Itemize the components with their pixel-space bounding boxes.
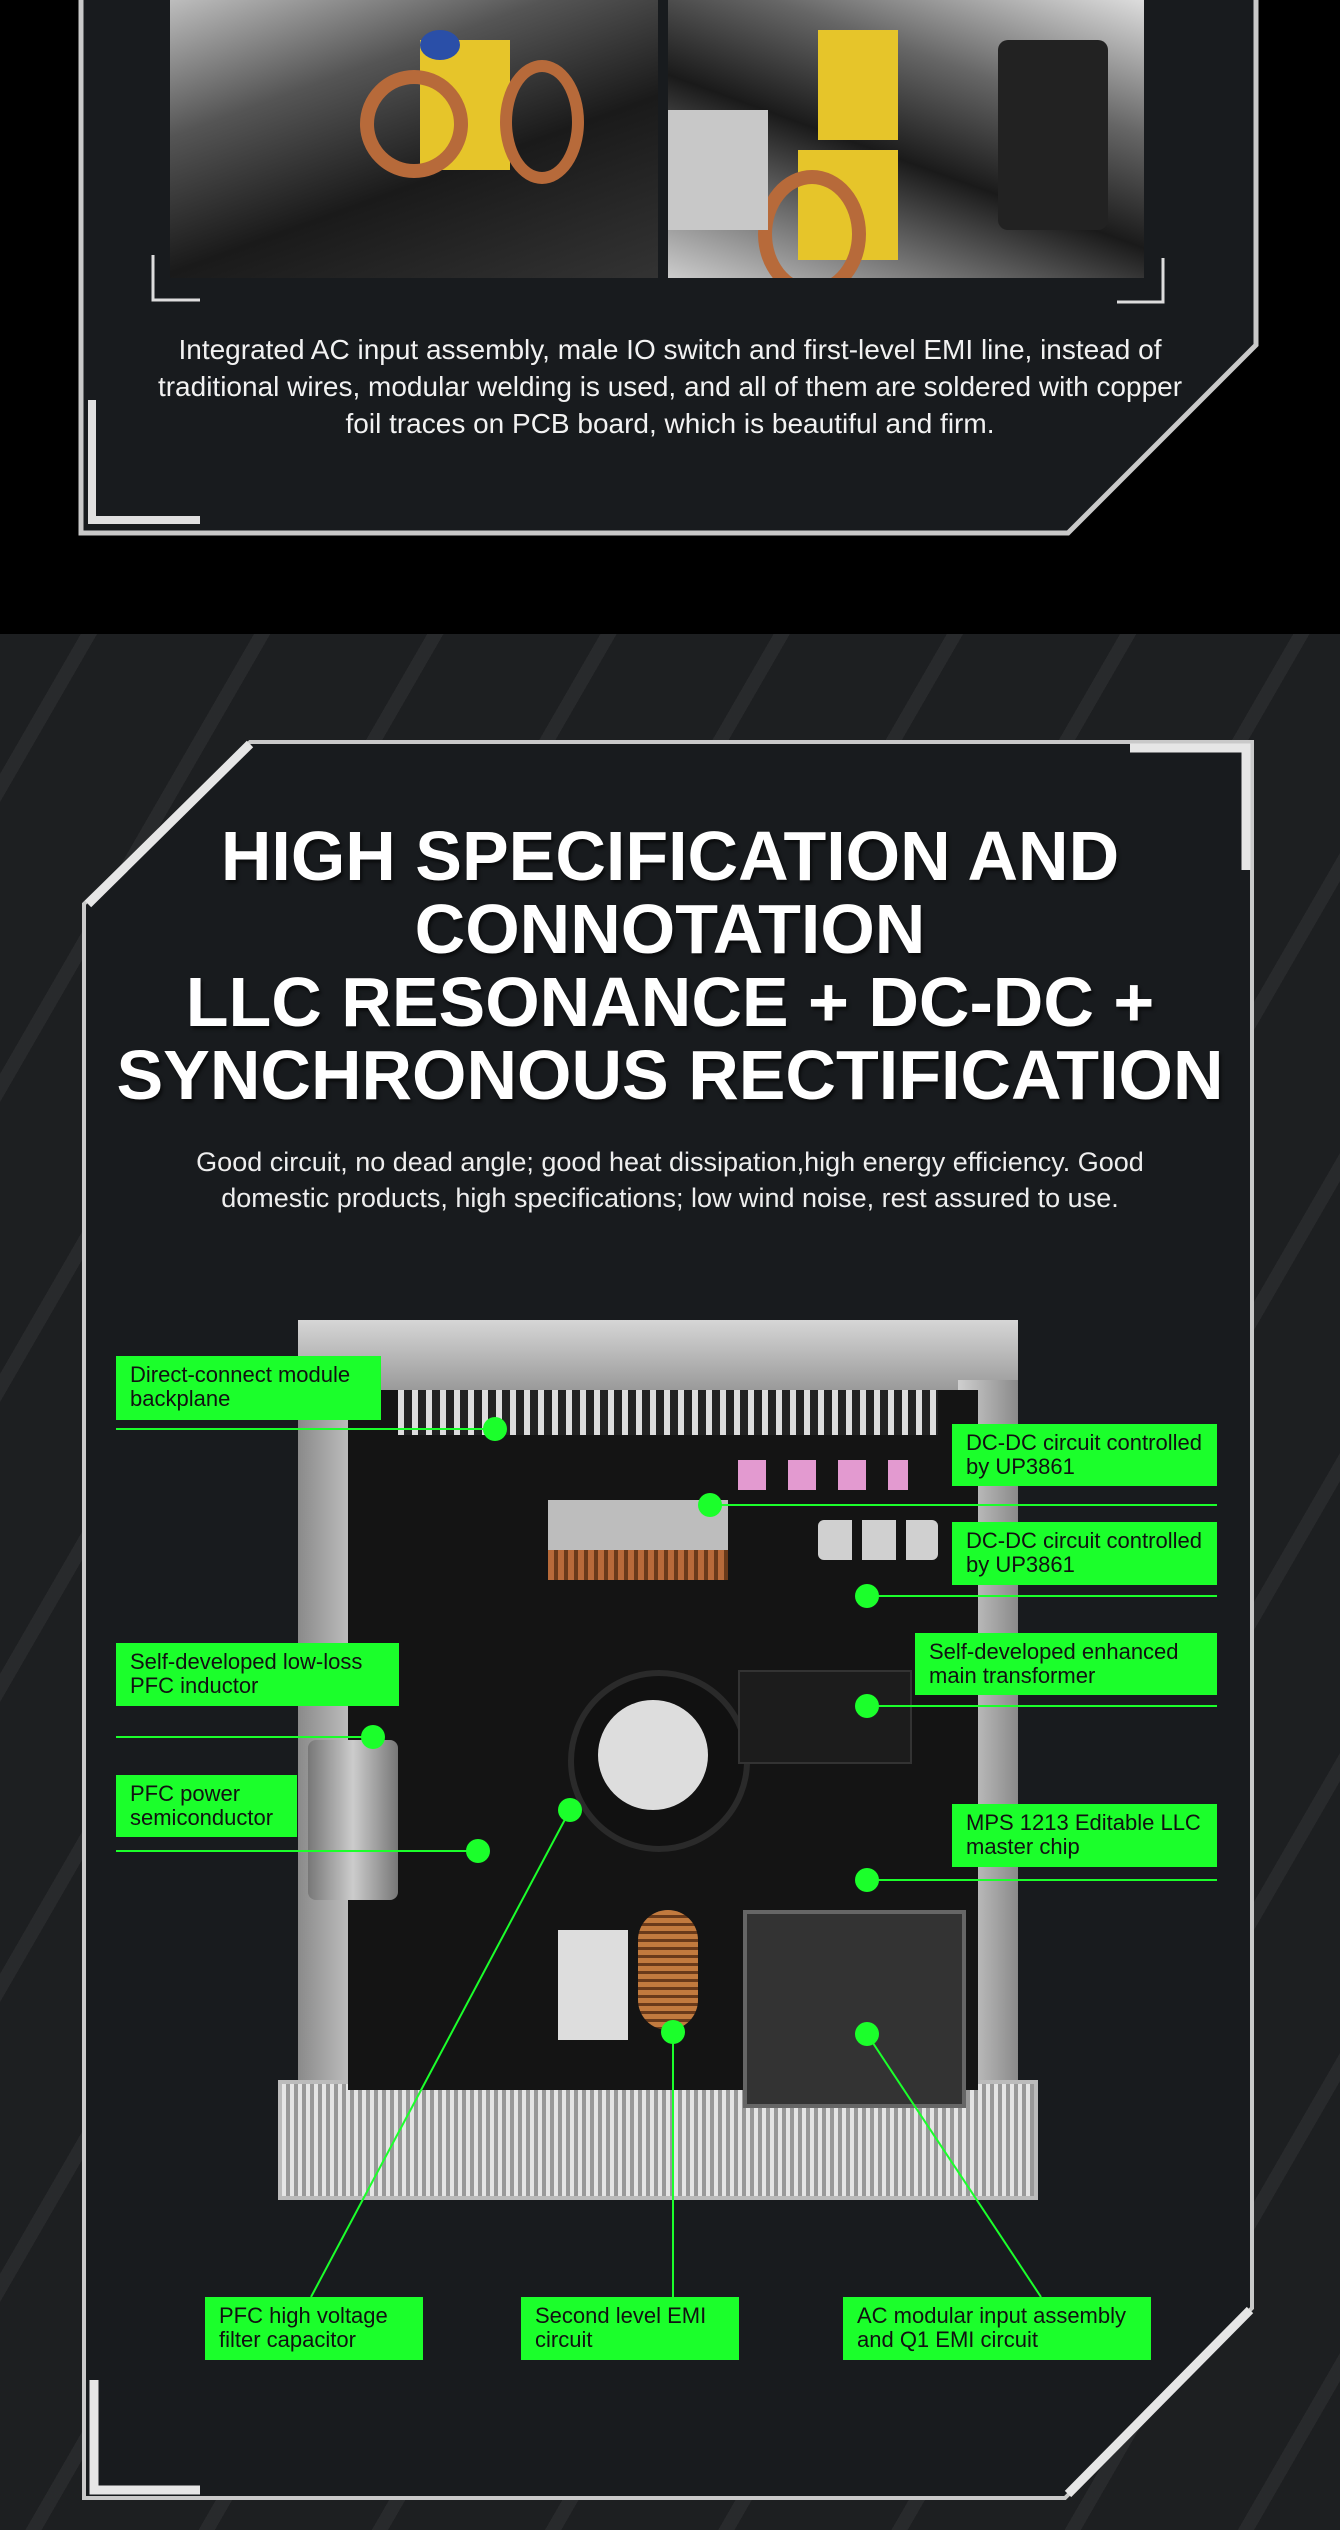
label-pfc-inductor: Self-developed low-loss PFC inductor xyxy=(116,1643,399,1706)
label-main-transformer: Self-developed enhanced main transformer xyxy=(915,1633,1217,1695)
title-line: LLC RESONANCE + DC-DC + xyxy=(185,963,1155,1041)
label-pfc-semiconductor: PFC power semiconductor xyxy=(116,1775,297,1837)
title-line: SYNCHRONOUS RECTIFICATION xyxy=(116,1036,1224,1114)
marker-dot xyxy=(558,1798,582,1822)
marker-dot xyxy=(361,1725,385,1749)
label-ac-modular-input: AC modular input assembly and Q1 EMI cir… xyxy=(843,2297,1151,2360)
label-pfc-capacitor: PFC high voltage filter capacitor xyxy=(205,2297,423,2360)
marker-dot xyxy=(855,1694,879,1718)
label-module-backplane: Direct-connect module backplane xyxy=(116,1356,381,1420)
ac-input-photo-left xyxy=(170,0,658,278)
label-second-emi: Second level EMI circuit xyxy=(521,2297,739,2360)
marker-dot xyxy=(483,1417,507,1441)
psu-internal-photo xyxy=(258,1320,1068,2205)
title-line: CONNOTATION xyxy=(414,890,926,968)
section2-subtitle: Good circuit, no dead angle; good heat d… xyxy=(196,1147,1144,1213)
label-dcdc-1: DC-DC circuit controlled by UP3861 xyxy=(952,1424,1217,1486)
marker-dot xyxy=(466,1839,490,1863)
section2-title: HIGH SPECIFICATION AND CONNOTATION LLC R… xyxy=(110,820,1230,1112)
title-line: HIGH SPECIFICATION AND xyxy=(220,817,1120,895)
section1-description: Integrated AC input assembly, male IO sw… xyxy=(157,334,1183,439)
marker-dot xyxy=(855,2022,879,2046)
marker-dot xyxy=(855,1584,879,1608)
label-dcdc-2: DC-DC circuit controlled by UP3861 xyxy=(952,1522,1217,1585)
marker-dot xyxy=(855,1868,879,1892)
marker-dot xyxy=(661,2020,685,2044)
marker-dot xyxy=(698,1493,722,1517)
label-llc-chip: MPS 1213 Editable LLC master chip xyxy=(952,1804,1217,1867)
ac-input-photo-right xyxy=(668,0,1144,278)
